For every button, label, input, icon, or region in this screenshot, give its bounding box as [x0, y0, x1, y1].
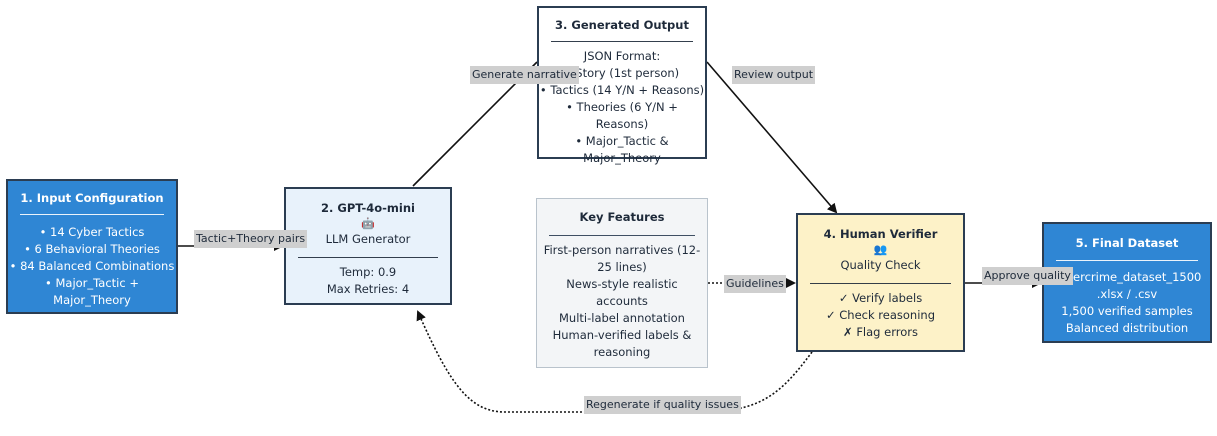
- edge-label-line: quality issues: [663, 398, 739, 411]
- list-item: • Tactics (14 Y/N + Reasons): [539, 83, 705, 97]
- edge-output-to-verifier: [706, 61, 838, 214]
- list-item: .xlsx / .csv: [1096, 287, 1158, 301]
- list-item: ✓ Verify labels: [838, 291, 923, 305]
- edge-label-regenerate: Regenerate if quality issues: [584, 396, 741, 414]
- edge-label-line: narrative: [526, 68, 577, 81]
- edge-label-line: pairs: [278, 232, 306, 245]
- edge-label-line: Guidelines: [726, 277, 784, 290]
- divider: [1056, 260, 1198, 261]
- node-title: 4. Human Verifier: [823, 227, 938, 241]
- edge-label-guidelines: Guidelines: [724, 275, 786, 293]
- people-icon: 👥: [873, 243, 888, 256]
- node-subtitle: Quality Check: [840, 258, 921, 272]
- edge-label-pairs: Tactic+Theory pairs: [194, 230, 308, 248]
- edge-label-line: output: [776, 68, 814, 81]
- edge-label-line: Regenerate if: [586, 398, 661, 411]
- edge-verifier-to-gpt-regenerate: [416, 310, 813, 413]
- list-item: News-style realistic: [566, 277, 678, 291]
- divider: [551, 41, 693, 42]
- list-item: • Major_Tactic +: [45, 276, 139, 290]
- list-item: cybercrime_dataset_1500: [1052, 270, 1202, 284]
- edge-label-line: Generate: [472, 68, 524, 81]
- list-item: Max Retries: 4: [326, 282, 410, 296]
- list-item: First-person narratives (12-: [543, 243, 701, 257]
- edge-label-review: Review output: [732, 66, 816, 84]
- node-subtitle: LLM Generator: [325, 232, 411, 246]
- human-verifier-node: 4. Human Verifier 👥 Quality Check ✓ Veri…: [796, 213, 965, 352]
- node-title: Key Features: [579, 210, 665, 224]
- list-item: ✓ Check reasoning: [825, 308, 936, 322]
- list-item: • 14 Cyber Tactics: [39, 225, 145, 239]
- list-item: 25 lines): [597, 260, 647, 274]
- divider: [298, 257, 438, 258]
- list-item: • Story (1st person): [564, 66, 680, 80]
- edge-label-line: quality: [1033, 269, 1071, 282]
- list-item: reasoning: [593, 345, 651, 359]
- edge-label-line: Approve: [984, 269, 1030, 282]
- list-item: Balanced distribution: [1065, 321, 1189, 335]
- node-title: 5. Final Dataset: [1075, 236, 1179, 250]
- list-item: • Theories (6 Y/N + Reasons): [566, 100, 678, 131]
- robot-icon: 🤖: [361, 217, 375, 230]
- divider: [810, 283, 951, 284]
- list-item: accounts: [596, 294, 648, 308]
- key-features-node: Key Features First-person narratives (12…: [536, 198, 708, 368]
- list-item: Major_Theory: [583, 151, 661, 165]
- list-item: • 84 Balanced Combinations: [9, 259, 175, 273]
- edge-label-approve: Approve quality: [982, 267, 1073, 285]
- list-item: ✗ Flag errors: [843, 325, 918, 339]
- list-item: Multi-label annotation: [559, 311, 685, 325]
- final-dataset-node: 5. Final Dataset cybercrime_dataset_1500…: [1042, 222, 1212, 343]
- list-item: Major_Theory: [53, 293, 131, 307]
- divider: [20, 214, 164, 215]
- edge-label-generate: Generate narrative: [470, 66, 579, 84]
- list-item: Human-verified labels &: [552, 328, 692, 342]
- divider: [549, 235, 695, 236]
- list-item: JSON Format:: [583, 49, 661, 63]
- list-item: Temp: 0.9: [339, 265, 397, 279]
- input-configuration-node: 1. Input Configuration • 14 Cyber Tactic…: [6, 179, 178, 314]
- edge-label-line: Tactic+Theory: [196, 232, 275, 245]
- node-title: 1. Input Configuration: [20, 191, 164, 205]
- edge-label-line: Review: [734, 68, 774, 81]
- list-item: 1,500 verified samples: [1061, 304, 1193, 318]
- gpt-generator-node: 2. GPT-4o-mini 🤖 LLM Generator Temp: 0.9…: [284, 187, 452, 305]
- list-item: • 6 Behavioral Theories: [24, 242, 160, 256]
- list-item: • Major_Tactic &: [575, 134, 669, 148]
- node-title: 2. GPT-4o-mini: [321, 201, 415, 215]
- node-title: 3. Generated Output: [555, 18, 689, 32]
